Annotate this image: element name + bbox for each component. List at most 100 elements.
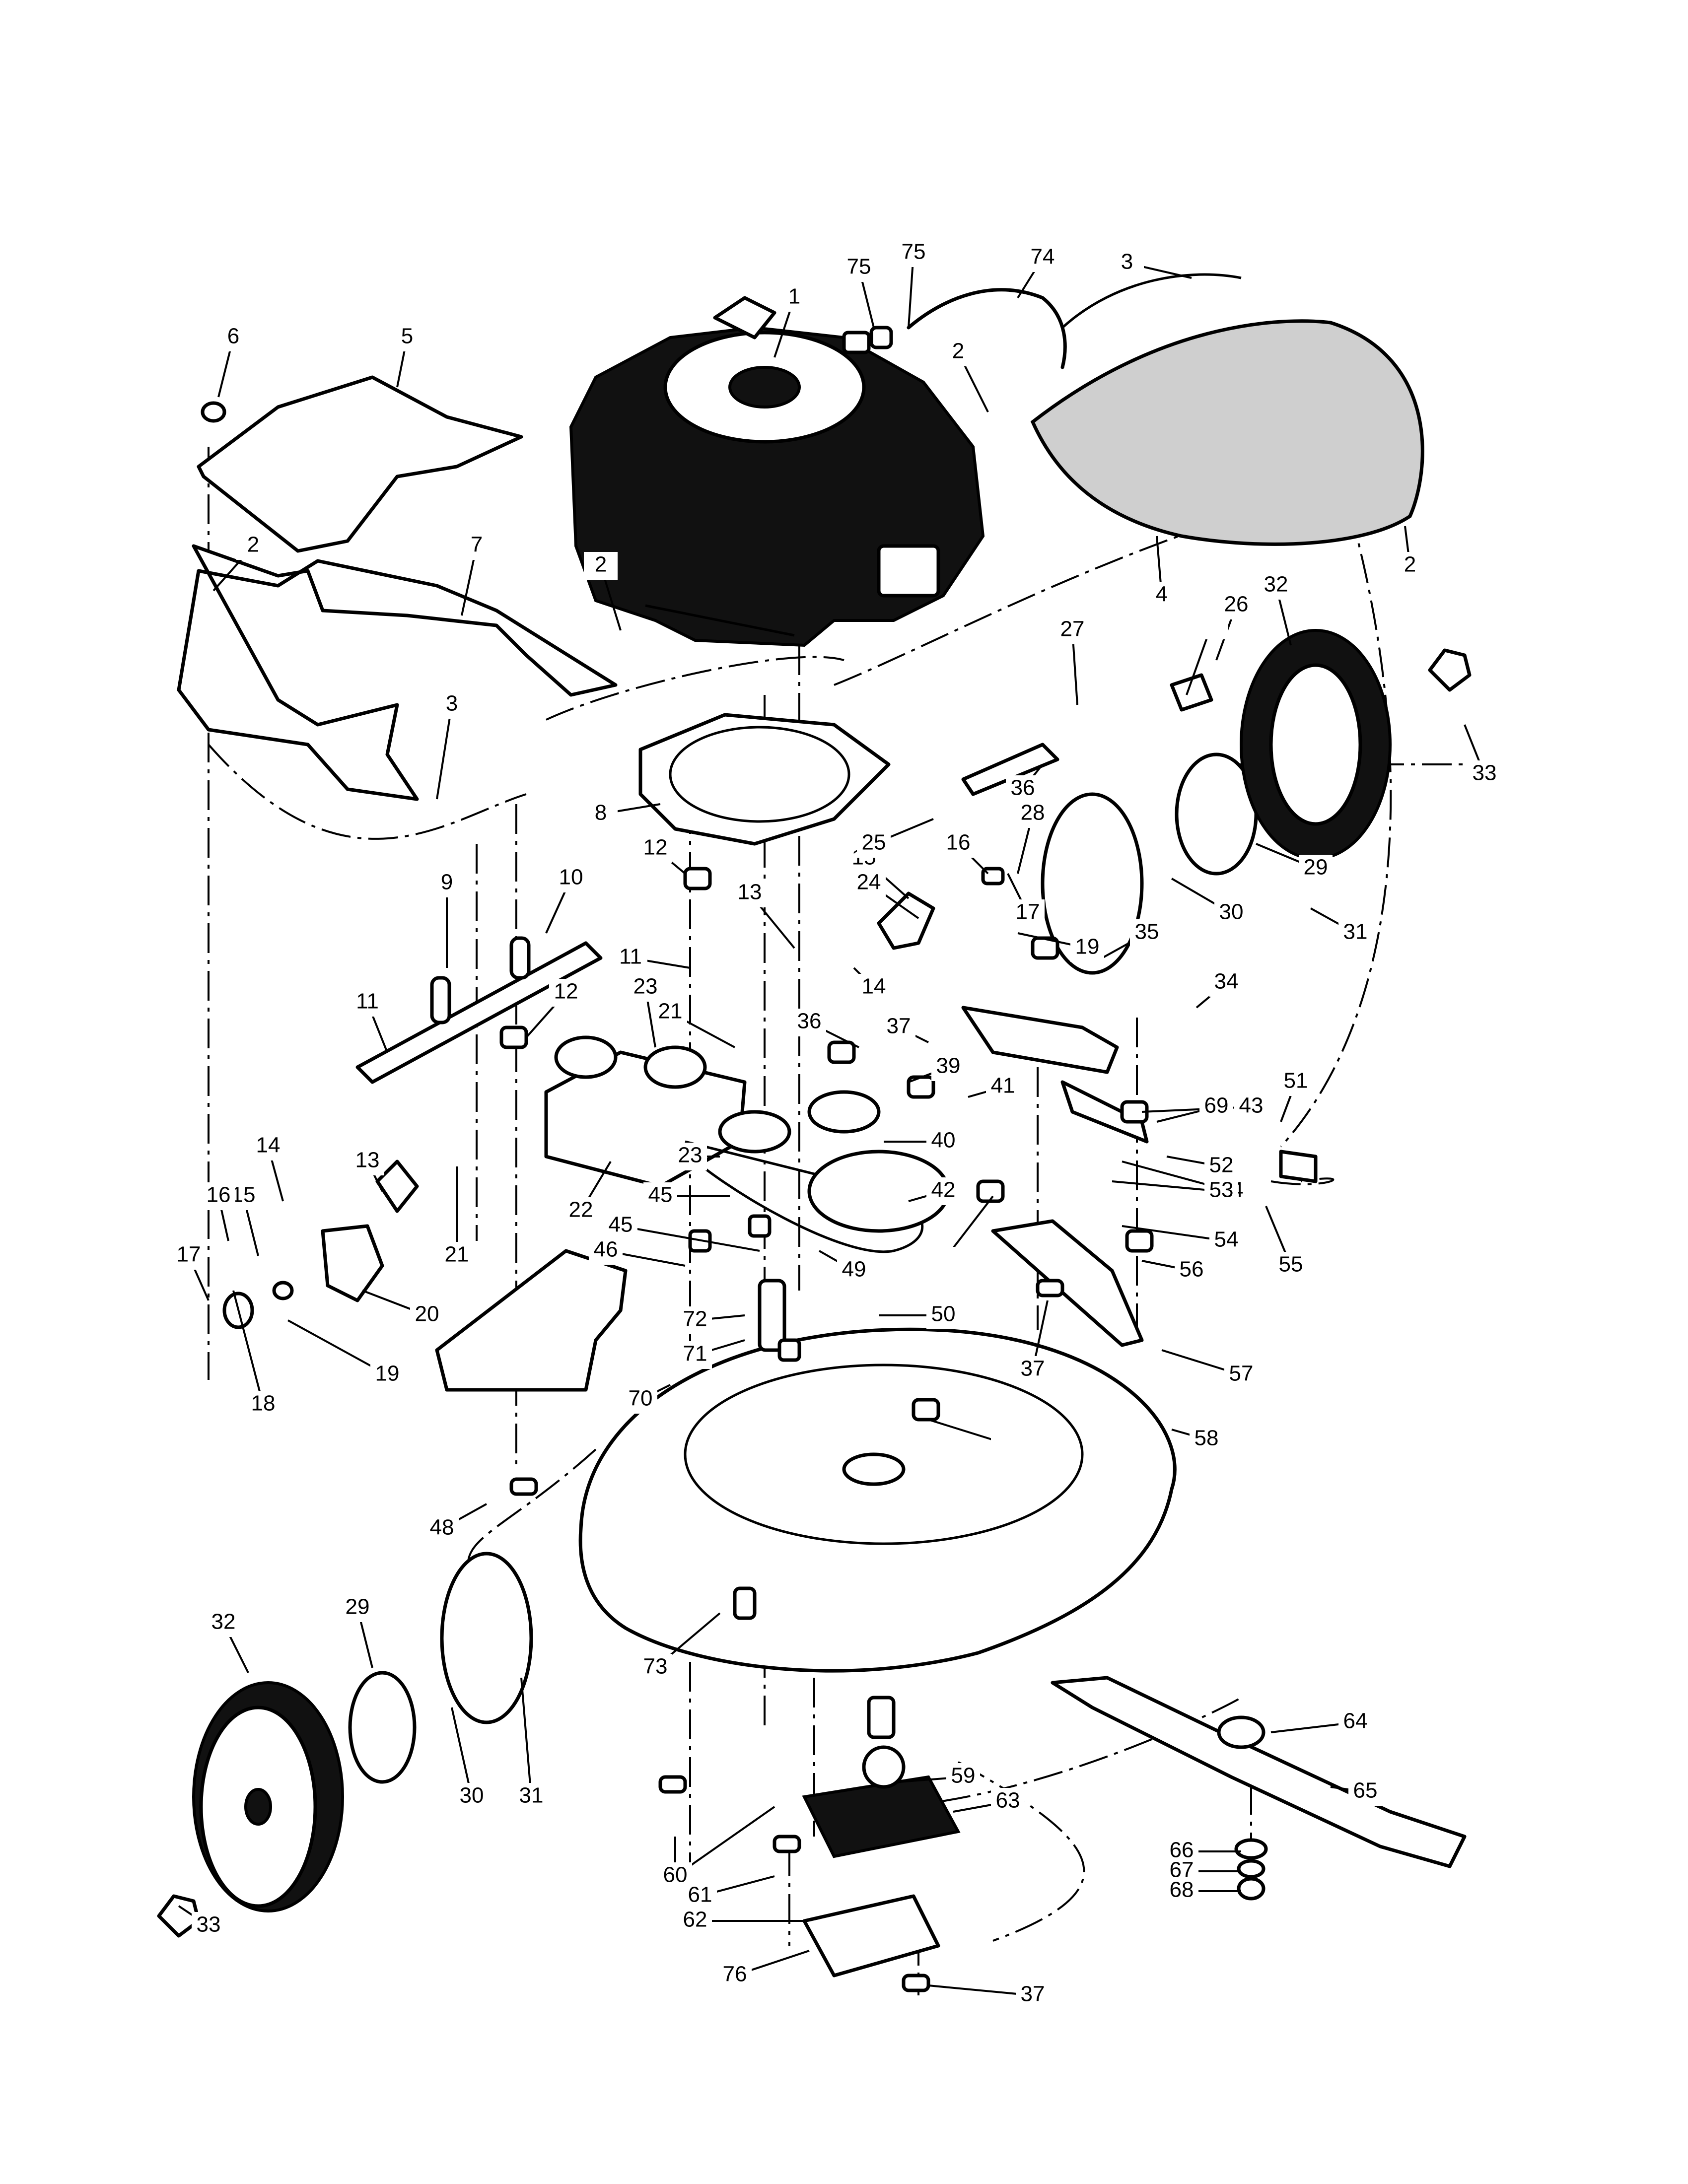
part-label-bg xyxy=(643,1182,677,1210)
part-label-45: 45 xyxy=(648,1183,673,1207)
part-label-65: 65 xyxy=(1353,1778,1378,1803)
part-label-bg xyxy=(991,1431,1025,1458)
part-label-74: 74 xyxy=(1031,245,1055,269)
part-label-43: 43 xyxy=(1239,1093,1264,1118)
part-label-bg xyxy=(857,830,891,858)
part-label-37: 37 xyxy=(1021,1982,1045,2006)
part-label-69: 69 xyxy=(1204,1093,1229,1118)
part-label-bg xyxy=(246,1391,280,1419)
part-label-bg xyxy=(629,974,662,1002)
part-label-45: 45 xyxy=(609,1213,633,1237)
part-label-2: 2 xyxy=(1404,552,1416,577)
part-label-bg xyxy=(638,1654,672,1682)
part-label-68: 68 xyxy=(1170,1878,1194,1902)
part-label-bg xyxy=(1209,1227,1243,1255)
part-label-37: 37 xyxy=(887,1014,911,1038)
part-label-bg xyxy=(1199,1093,1233,1121)
part-label-bg xyxy=(236,532,270,560)
part-label-29: 29 xyxy=(1304,855,1328,880)
part-label-19: 19 xyxy=(1075,935,1100,959)
part-label-21: 21 xyxy=(445,1242,469,1267)
part-label-bg xyxy=(1274,1252,1308,1280)
part-label-73: 73 xyxy=(643,1654,668,1679)
part-label-bg xyxy=(678,1341,712,1369)
part-label-20: 20 xyxy=(415,1302,439,1326)
part-label-3: 3 xyxy=(1121,250,1133,274)
part-label-bg xyxy=(1190,1426,1223,1453)
part-label-bg xyxy=(678,1306,712,1334)
part-label-bg xyxy=(941,830,975,858)
leader-line xyxy=(436,704,453,800)
part-label-bg xyxy=(897,239,930,267)
part-label-18: 18 xyxy=(251,1391,276,1416)
part-label-bg xyxy=(584,552,618,580)
part-label-bg xyxy=(718,1962,752,1989)
part-label-bg xyxy=(192,1912,225,1940)
part-label-bg xyxy=(1224,1361,1258,1389)
part-label-bg xyxy=(931,1053,965,1081)
part-label-bg xyxy=(673,1143,707,1170)
part-label-50: 50 xyxy=(931,1302,956,1326)
part-label-bg xyxy=(589,1237,623,1265)
part-label-bg xyxy=(351,1148,384,1175)
part-label-bg xyxy=(926,1247,960,1275)
part-label-bg xyxy=(251,1133,285,1160)
part-label-36: 36 xyxy=(797,1009,822,1033)
leader-line xyxy=(928,1984,1033,1996)
part-label-6: 6 xyxy=(227,324,239,348)
leader-line xyxy=(232,1290,264,1405)
part-label-bg xyxy=(435,691,469,719)
part-label-11: 11 xyxy=(356,989,379,1014)
part-label-bg xyxy=(460,532,493,560)
part-label-bg xyxy=(1338,919,1372,947)
part-label-bg xyxy=(1026,244,1059,272)
part-label-33: 33 xyxy=(1473,761,1497,785)
part-label-bg xyxy=(842,254,876,282)
part-label-40: 40 xyxy=(931,1128,956,1153)
part-label-bg xyxy=(1110,249,1144,277)
part-label-bg xyxy=(1259,572,1293,600)
part-label-63: 63 xyxy=(996,1788,1020,1813)
part-label-bg xyxy=(638,835,672,863)
part-label-bg xyxy=(1130,919,1164,947)
part-label-bg xyxy=(1165,1877,1198,1905)
part-label-41: 41 xyxy=(991,1074,1015,1098)
part-label-bg xyxy=(549,979,583,1007)
part-label-36: 36 xyxy=(1011,776,1035,800)
part-label-30: 30 xyxy=(460,1783,484,1808)
part-label-bg xyxy=(1011,899,1045,927)
part-label-bg xyxy=(926,1177,960,1205)
part-label-bg xyxy=(1055,616,1089,644)
part-label-39: 39 xyxy=(936,1054,961,1078)
part-label-48: 48 xyxy=(430,1515,454,1540)
part-label-16: 16 xyxy=(207,1183,231,1207)
part-label-9: 9 xyxy=(441,870,453,894)
part-label-bg xyxy=(857,974,891,1002)
part-label-bg xyxy=(207,1609,240,1637)
part-label-bg xyxy=(202,1182,235,1210)
part-label-bg xyxy=(852,870,886,897)
part-label-32: 32 xyxy=(1264,572,1288,597)
part-label-14: 14 xyxy=(862,974,886,999)
part-label-bg xyxy=(1016,800,1050,828)
part-label-8: 8 xyxy=(595,801,607,825)
part-label-28: 28 xyxy=(1021,801,1045,825)
leader-line xyxy=(1122,1225,1227,1242)
part-label-16: 16 xyxy=(946,830,971,855)
part-label-bg xyxy=(172,1242,206,1270)
part-label-7: 7 xyxy=(471,533,483,557)
part-label-bg xyxy=(440,1242,474,1270)
part-label-10: 10 xyxy=(559,865,583,889)
part-label-49: 49 xyxy=(842,1257,866,1282)
part-label-2: 2 xyxy=(595,552,607,577)
part-label-46: 46 xyxy=(594,1237,618,1262)
part-label-54: 54 xyxy=(1214,1228,1239,1252)
part-label-22: 22 xyxy=(569,1198,593,1222)
part-label-bg xyxy=(1279,1068,1313,1096)
part-label-23: 23 xyxy=(633,974,658,999)
part-label-19: 19 xyxy=(375,1362,400,1386)
part-label-bg xyxy=(1338,1708,1372,1736)
part-label-1: 1 xyxy=(788,284,800,309)
part-label-bg xyxy=(1204,1177,1238,1205)
part-label-75: 75 xyxy=(902,240,926,264)
